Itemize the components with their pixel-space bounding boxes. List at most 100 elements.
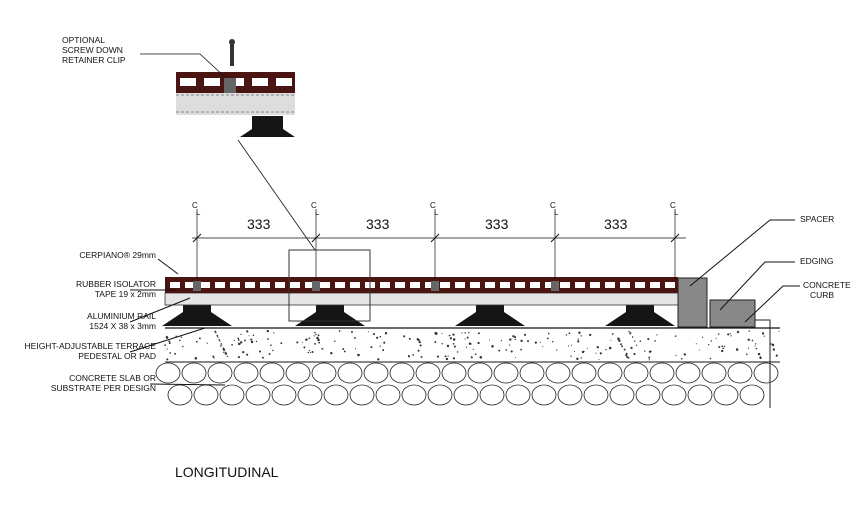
rubble-stone [675,362,701,384]
concrete-aggregate [248,335,250,337]
concrete-aggregate [240,333,242,336]
board-cavity [620,282,630,288]
concrete-aggregate [489,339,491,341]
concrete-aggregate [512,335,515,338]
concrete-aggregate [573,350,575,352]
concrete-aggregate [238,342,241,346]
concrete-aggregate [515,356,517,359]
board-cavity [245,282,255,288]
rubble-stone [155,362,181,384]
concrete-aggregate [313,335,315,337]
concrete-aggregate [479,355,483,359]
aluminium-rail [164,292,679,306]
concrete-aggregate [498,349,501,352]
concrete-aggregate [252,334,255,337]
concrete-aggregate [620,343,623,346]
concrete-aggregate [255,340,258,343]
rubble-stone [531,384,557,406]
concrete-aggregate [710,340,713,342]
concrete-aggregate [647,338,650,341]
concrete-aggregate [304,338,307,341]
concrete-aggregate [588,333,592,337]
concrete-aggregate [775,354,778,357]
concrete-aggregate [709,357,712,360]
concrete-aggregate [598,358,600,360]
concrete-aggregate [237,337,240,340]
concrete-aggregate [418,340,421,344]
label-leader [744,285,800,323]
concrete-aggregate [217,336,219,338]
concrete-aggregate [436,355,440,358]
concrete-aggregate [456,351,459,353]
label-leader [129,327,206,353]
deck-board [165,277,678,293]
rubble-stone [323,384,349,406]
rubble-stone [415,362,441,384]
clip-leader [140,53,227,79]
rubble-stone [271,384,297,406]
concrete-aggregate [448,334,451,337]
rubble-stone [375,384,401,406]
concrete-aggregate [477,332,480,335]
concrete-aggregate [441,343,443,345]
board-cavity [455,282,465,288]
concrete-aggregate [771,343,775,347]
concrete-aggregate [233,339,235,342]
concrete-aggregate [474,353,477,355]
rubble-stone [753,362,779,384]
rubble-stone [297,384,323,406]
inset-rail [176,93,295,115]
board-cavity [470,282,480,288]
concrete-aggregate [434,341,437,343]
concrete-aggregate [477,341,480,345]
concrete-aggregate [242,350,245,354]
board-cavity [635,282,645,288]
rubble-stone [285,362,311,384]
concrete-aggregate [180,336,182,338]
concrete-aggregate [244,339,246,342]
concrete-aggregate [630,346,633,350]
concrete-aggregate [420,355,423,358]
concrete-aggregate [419,344,422,347]
rubble-stone [233,362,259,384]
concrete-aggregate [552,341,554,343]
board-cavity [650,282,660,288]
rubble-stone [583,384,609,406]
concrete-aggregate [635,344,638,346]
concrete-aggregate [445,357,449,361]
concrete-aggregate [322,348,324,350]
concrete-aggregate [505,349,508,351]
concrete-aggregate [258,350,262,353]
concrete-aggregate [452,342,455,345]
concrete-aggregate [654,340,656,342]
concrete-aggregate [226,355,228,358]
rubble-stone [167,384,193,406]
label-leader [689,219,795,287]
concrete-aggregate [357,353,360,357]
rubble-stone [545,362,571,384]
concrete-aggregate [309,351,312,354]
concrete-aggregate [220,343,223,345]
concrete-aggregate [755,347,758,350]
rubble-stone [687,384,713,406]
rubble-stone [727,362,753,384]
concrete-aggregate [730,335,732,337]
concrete-aggregate [370,346,373,349]
concrete-aggregate [314,342,316,345]
board-cavity [230,282,240,288]
concrete-aggregate [270,344,272,347]
concrete-aggregate [315,333,317,336]
concrete-aggregate [773,349,775,351]
concrete-aggregate [567,345,570,347]
concrete-aggregate [452,338,456,341]
concrete-aggregate [169,352,172,354]
concrete-aggregate [623,348,626,351]
rubble-stone [441,362,467,384]
concrete-aggregate [218,339,221,341]
concrete-aggregate [466,336,469,339]
concrete-aggregate [580,335,582,337]
